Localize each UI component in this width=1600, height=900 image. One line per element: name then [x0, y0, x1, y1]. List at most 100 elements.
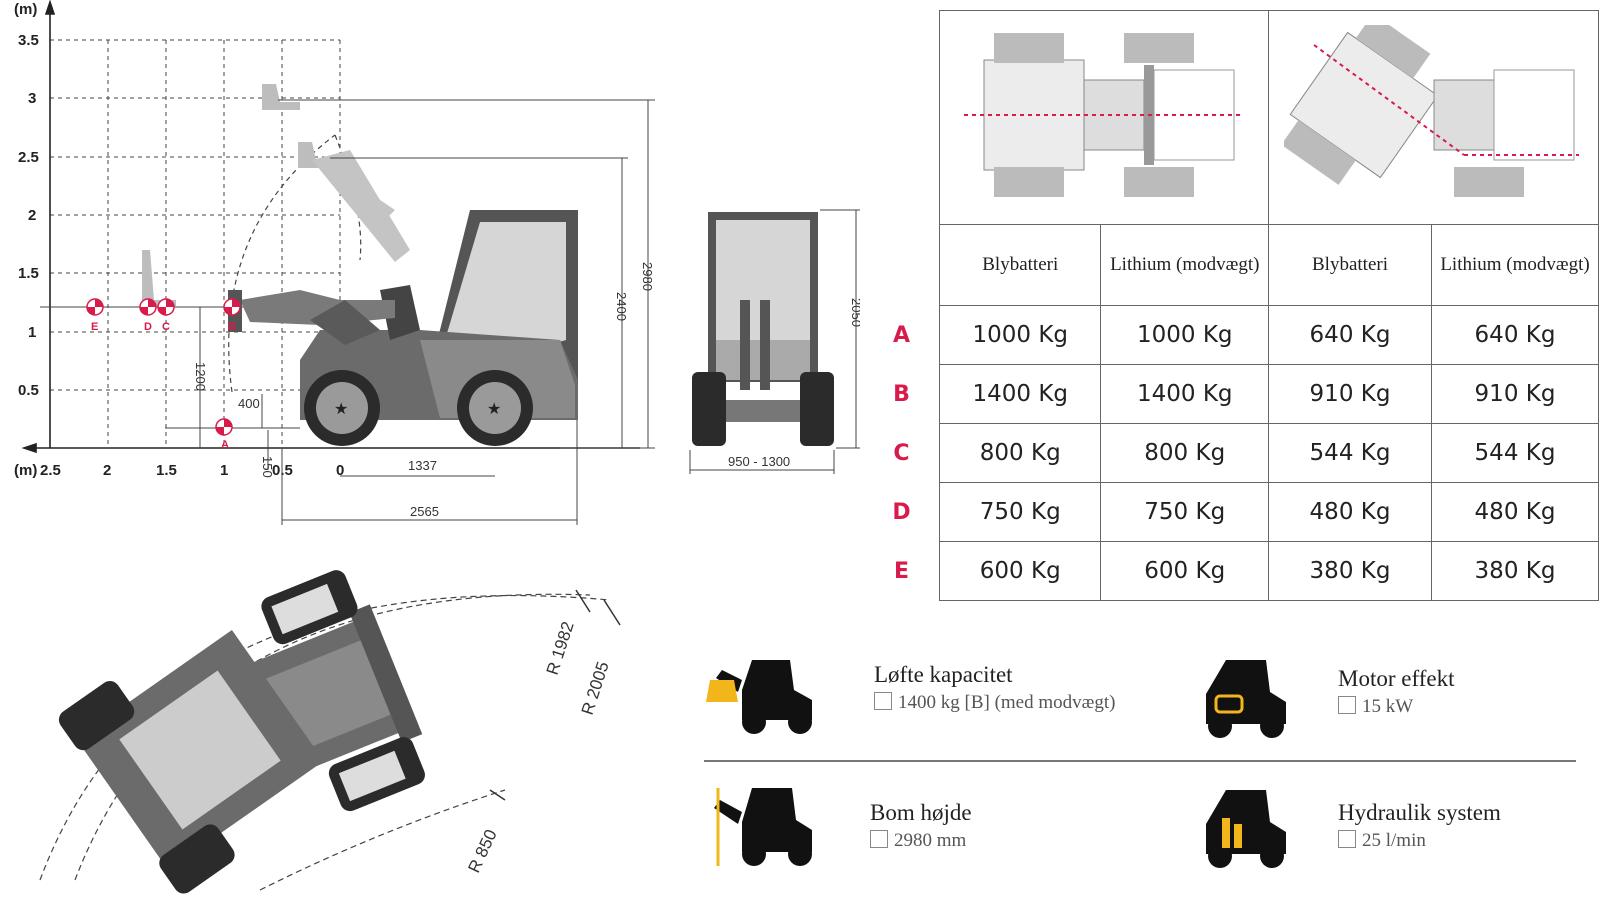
- table-cell: 640 Kg: [1431, 305, 1599, 365]
- spec-title: Hydraulik system: [1338, 800, 1501, 825]
- dim-150: 150: [260, 456, 275, 478]
- table-row: B 1400 Kg 1400 Kg 910 Kg 910 Kg: [864, 364, 1599, 424]
- svg-text:★: ★: [334, 401, 348, 418]
- point-label-d: D: [144, 321, 152, 333]
- axes: [21, 0, 640, 454]
- side-loader: ★ ★: [228, 210, 578, 446]
- y-tick: 1.5: [18, 265, 39, 282]
- x-tick: 2.5: [40, 462, 61, 479]
- row-label: C: [864, 423, 940, 483]
- x-tick: 1: [220, 462, 228, 479]
- table-cell: 1400 Kg: [938, 364, 1102, 424]
- table-cell: 380 Kg: [1431, 541, 1599, 601]
- loader-diagram: (m) 3.5 3 2.5 2 1.5 1 0.5 (m) 2.5 2 1.5 …: [14, 0, 860, 894]
- spec-title: Løfte kapacitet: [874, 662, 1013, 687]
- dim-400: 400: [238, 396, 260, 411]
- svg-text:★: ★: [487, 401, 501, 418]
- table-cell: 600 Kg: [938, 541, 1102, 601]
- table-cell: 800 Kg: [1100, 423, 1269, 483]
- radius-1982: R 1982: [543, 619, 578, 677]
- row-label: E: [864, 541, 940, 601]
- column-header: Blybatteri: [1268, 224, 1432, 306]
- y-tick: 2.5: [18, 149, 39, 166]
- load-point-c: [157, 298, 175, 316]
- hydraulic-loader-icon: [1206, 790, 1286, 868]
- table-cell: 750 Kg: [938, 482, 1102, 542]
- dim-2400: 2400: [614, 292, 629, 321]
- table-row: E 600 Kg 600 Kg 380 Kg 380 Kg: [864, 541, 1599, 601]
- table-cell: 1000 Kg: [1100, 305, 1269, 365]
- spec-value: 25 l/min: [1362, 830, 1426, 851]
- load-point-b: [223, 298, 241, 316]
- row-label: B: [864, 364, 940, 424]
- table-cell: 544 Kg: [1268, 423, 1432, 483]
- spec-value: 15 kW: [1362, 696, 1414, 717]
- load-capacity-table: Blybatteri Lithium (modvægt) Blybatteri …: [864, 10, 1599, 601]
- table-cell: 910 Kg: [1268, 364, 1432, 424]
- loader-top-view-icon: [964, 33, 1244, 197]
- top-view-articulated: [1268, 10, 1599, 225]
- table-cell: 600 Kg: [1100, 541, 1269, 601]
- spec-value-row: 2980 mm: [870, 830, 972, 852]
- dim-1200: 1200: [193, 362, 208, 391]
- y-tick: 1: [28, 324, 36, 341]
- front-loader: [692, 212, 834, 446]
- table-row: D 750 Kg 750 Kg 480 Kg 480 Kg: [864, 482, 1599, 542]
- table-cell: 480 Kg: [1431, 482, 1599, 542]
- spec-boom-height: Bom højde 2980 mm: [870, 800, 972, 852]
- checkbox[interactable]: [870, 830, 888, 848]
- turning-loader: [58, 570, 425, 894]
- spec-value-row: 25 l/min: [1338, 830, 1501, 852]
- table-cell: 1000 Kg: [938, 305, 1102, 365]
- row-label: D: [864, 482, 940, 542]
- engine-loader-icon: [1206, 660, 1286, 738]
- load-point-e: [86, 298, 104, 316]
- table-cell: 750 Kg: [1100, 482, 1269, 542]
- y-tick: 3: [28, 90, 36, 107]
- column-header: Blybatteri: [938, 224, 1102, 306]
- dim-2980: 2980: [640, 262, 655, 291]
- table-cell: 640 Kg: [1268, 305, 1432, 365]
- spec-value: 1400 kg [B] (med modvægt): [898, 692, 1116, 713]
- table-cell: 380 Kg: [1268, 541, 1432, 601]
- spec-lift-capacity: Løfte kapacitet 1400 kg [B] (med modvægt…: [874, 662, 1115, 714]
- top-view-straight: [939, 10, 1269, 225]
- spec-divider: [704, 760, 1576, 762]
- x-axis-unit: (m): [14, 462, 37, 479]
- radius-2005: R 2005: [578, 659, 613, 717]
- table-cell: 910 Kg: [1431, 364, 1599, 424]
- table-cell: 480 Kg: [1268, 482, 1432, 542]
- radius-850: R 850: [464, 827, 500, 876]
- checkbox[interactable]: [874, 692, 892, 710]
- spec-title: Motor effekt: [1338, 666, 1455, 691]
- point-label-e: E: [91, 321, 98, 333]
- column-header: Lithium (modvægt): [1100, 224, 1269, 306]
- dim-1337: 1337: [408, 458, 437, 473]
- point-label-b: B: [228, 321, 236, 333]
- column-header: Lithium (modvægt): [1431, 224, 1599, 306]
- table-row: A 1000 Kg 1000 Kg 640 Kg 640 Kg: [864, 305, 1599, 365]
- spec-value: 2980 mm: [894, 830, 967, 851]
- spec-hydraulics: Hydraulik system 25 l/min: [1338, 800, 1501, 852]
- raised-forks: [142, 84, 410, 306]
- x-tick: 1.5: [156, 462, 177, 479]
- spec-value-row: 15 kW: [1338, 696, 1454, 718]
- y-tick: 3.5: [18, 32, 39, 49]
- point-label-c: C: [162, 321, 170, 333]
- table-cell: 1400 Kg: [1100, 364, 1269, 424]
- load-point-d: [139, 298, 157, 316]
- table-cell: 544 Kg: [1431, 423, 1599, 483]
- y-tick: 2: [28, 207, 36, 224]
- table-cell: 800 Kg: [938, 423, 1102, 483]
- point-label-a: A: [221, 439, 229, 451]
- load-point-a: [215, 418, 233, 436]
- y-tick: 0.5: [18, 382, 39, 399]
- x-tick: 0: [336, 462, 344, 479]
- y-axis-unit: (m): [14, 1, 37, 18]
- loader-articulated-top-icon: [1280, 13, 1579, 197]
- table-row: C 800 Kg 800 Kg 544 Kg 544 Kg: [864, 423, 1599, 483]
- dim-2050: 2050: [849, 298, 860, 327]
- checkbox[interactable]: [1338, 830, 1356, 848]
- x-tick: 2: [103, 462, 111, 479]
- checkbox[interactable]: [1338, 696, 1356, 714]
